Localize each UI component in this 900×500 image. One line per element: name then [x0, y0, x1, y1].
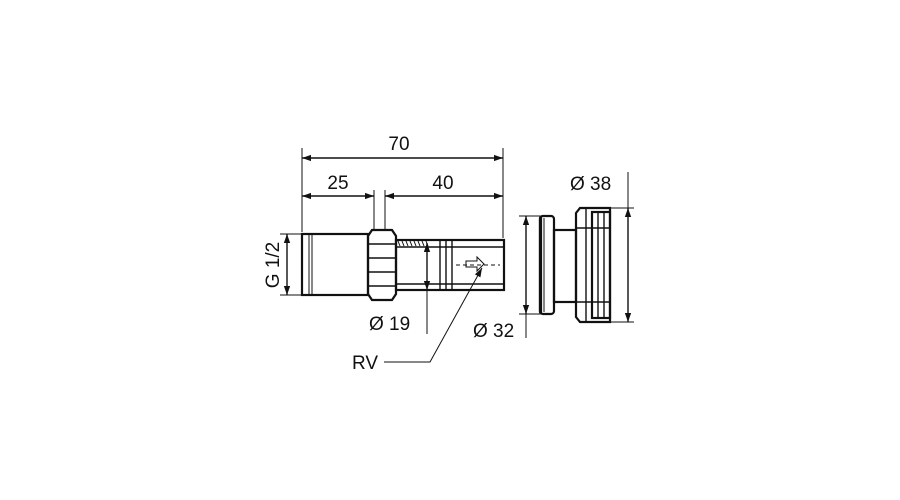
label-overall-length: 70	[388, 134, 409, 155]
dimension-inner-diameter: Ø 19	[369, 243, 431, 335]
valve-leader: RV	[352, 267, 483, 374]
flow-arrow-icon	[465, 255, 485, 273]
label-valve: RV	[352, 353, 378, 374]
dimension-overall-length: 70	[301, 134, 504, 238]
label-left-length: 25	[327, 173, 348, 194]
cover-rosette	[538, 206, 612, 324]
dimension-outer-diameter: Ø 32	[473, 215, 540, 342]
fitting-body	[300, 228, 506, 302]
label-outer-diameter: Ø 32	[473, 321, 514, 342]
dimension-thread: G 1/2	[263, 233, 306, 296]
label-inner-diameter: Ø 19	[369, 314, 410, 335]
label-thread: G 1/2	[263, 242, 284, 288]
label-right-length: 40	[432, 173, 453, 194]
dimension-segment-lengths: 25 40	[302, 173, 503, 230]
dimension-flange-diameter: Ø 38	[570, 172, 634, 323]
label-flange-diameter: Ø 38	[570, 174, 611, 195]
